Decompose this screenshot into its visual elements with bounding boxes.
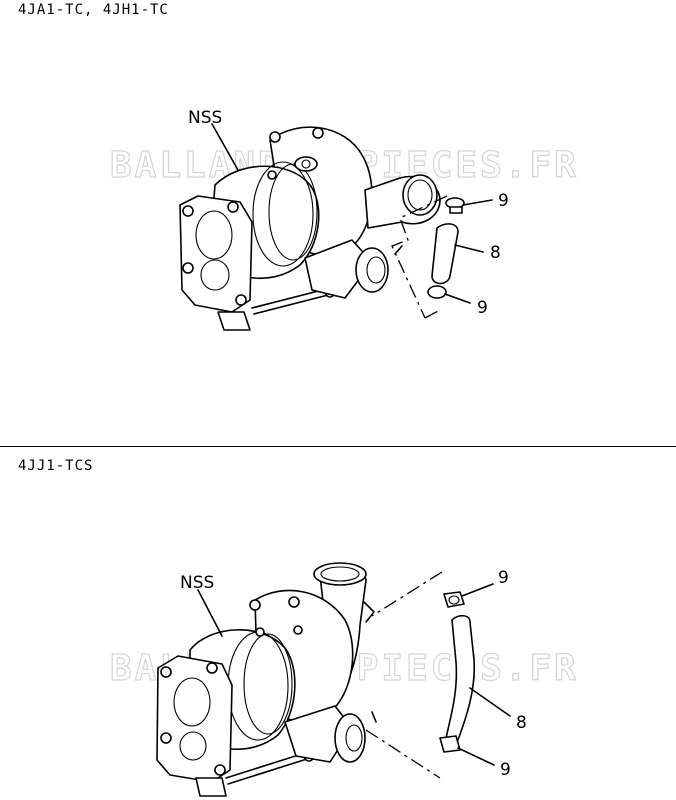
callout-nss-bottom: NSS (180, 573, 214, 593)
callout-nss-top: NSS (188, 108, 222, 128)
hose-top (431, 223, 459, 285)
section-label-top: 4JA1-TC, 4JH1-TC (18, 2, 169, 18)
turbocharger-top (179, 126, 441, 331)
callout-hose-top: 8 (490, 243, 501, 263)
hose-bottom (445, 614, 476, 741)
clamp-top-upper (445, 197, 465, 214)
section-divider (0, 446, 676, 447)
callout-clamp-top-lower: 9 (477, 298, 488, 318)
callout-clamp-bottom-lower: 9 (500, 760, 511, 780)
clamp-bottom-lower (439, 735, 461, 753)
callout-clamp-bottom-upper: 9 (498, 568, 509, 588)
clamp-top-lower (427, 285, 447, 299)
clamp-bottom-upper (443, 591, 465, 608)
section-label-bottom: 4JJ1-TCS (18, 458, 94, 474)
callout-hose-bottom: 8 (516, 713, 527, 733)
turbocharger-bottom (156, 562, 367, 797)
callout-clamp-top-upper: 9 (498, 191, 509, 211)
